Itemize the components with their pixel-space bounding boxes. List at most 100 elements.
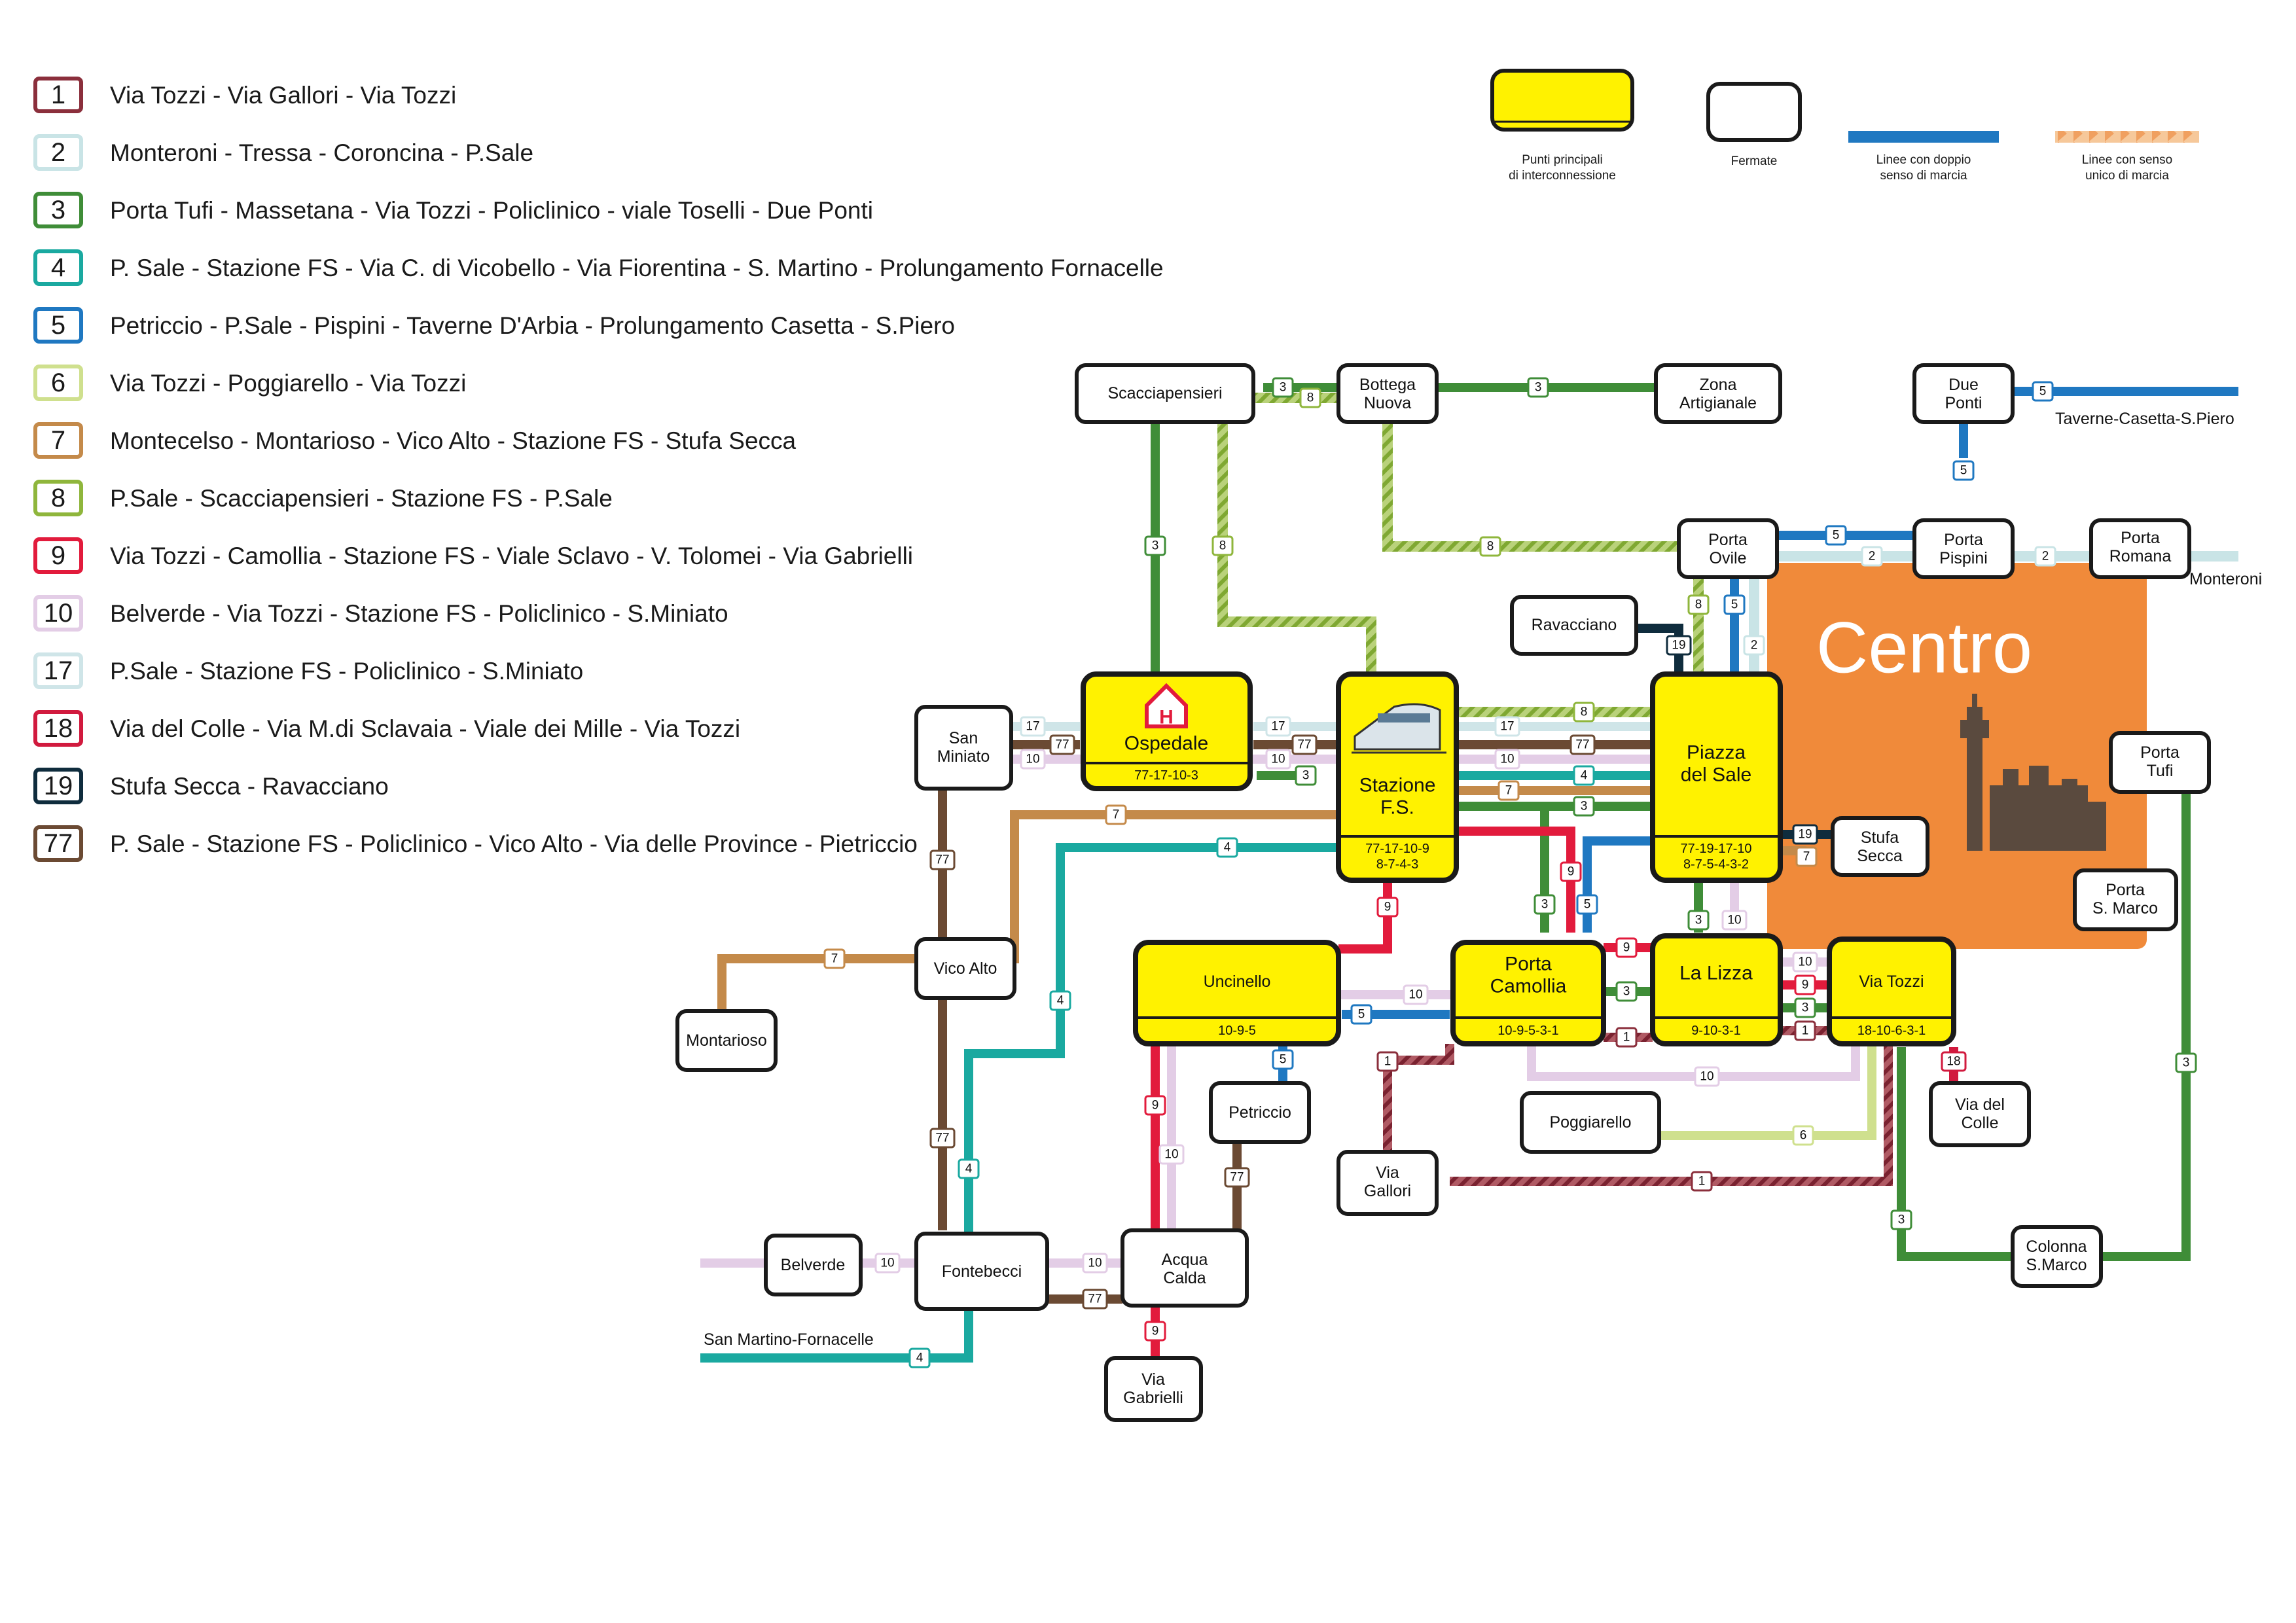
- hub-ospedale[interactable]: H Ospedale 77-17-10-3: [1081, 671, 1253, 791]
- svg-text:4: 4: [1224, 841, 1231, 855]
- svg-text:1: 1: [1802, 1024, 1809, 1038]
- hub-code: 10-9-5: [1218, 1024, 1256, 1038]
- hub-name: Via Tozzi: [1859, 972, 1924, 991]
- stop-stufa-secca[interactable]: Stufa Secca: [1831, 816, 1929, 877]
- badge-7: 7: [1105, 804, 1127, 825]
- stop-label: Porta: [2121, 529, 2160, 547]
- hub-code: 77-19-17-10: [1681, 842, 1752, 856]
- badge-10: 10: [1494, 749, 1520, 770]
- hub-code: 18-10-6-3-1: [1857, 1024, 1926, 1038]
- svg-text:5: 5: [1584, 898, 1591, 912]
- key-hub-swatch: [1490, 69, 1634, 132]
- svg-text:17: 17: [1500, 720, 1514, 734]
- stop-poggiarello[interactable]: Poggiarello: [1520, 1091, 1661, 1154]
- legend-row-6: 6 Via Tozzi - Poggiarello - Via Tozzi: [33, 365, 466, 401]
- badge-4: 4: [908, 1347, 931, 1368]
- badge-10: 10: [1265, 749, 1291, 770]
- hub-porta-camollia[interactable]: Porta Camollia 10-9-5-3-1: [1450, 940, 1606, 1046]
- svg-text:4: 4: [965, 1162, 973, 1176]
- hub-piazza-del-sale[interactable]: Piazza del Sale 77-19-17-10 8-7-5-4-3-2: [1650, 671, 1783, 883]
- stop-porta-romana[interactable]: Porta Romana: [2089, 518, 2191, 579]
- key-hub-label: Punti principali: [1522, 153, 1603, 167]
- stop-vico-alto[interactable]: Vico Alto: [914, 937, 1016, 1000]
- svg-text:5: 5: [1280, 1053, 1287, 1067]
- hospital-icon: H: [1145, 683, 1188, 728]
- stop-bottega-nuova[interactable]: Bottega Nuova: [1336, 363, 1439, 424]
- badge-9: 9: [1144, 1321, 1166, 1342]
- badge-5: 5: [1272, 1049, 1294, 1070]
- svg-text:9: 9: [1568, 865, 1575, 879]
- key-single-swatch: [2055, 131, 2199, 143]
- badge-4: 4: [1049, 990, 1071, 1011]
- legend-num: 9: [51, 541, 65, 570]
- stop-montarioso[interactable]: Montarioso: [675, 1009, 778, 1072]
- svg-text:7: 7: [831, 952, 838, 966]
- key-stop-label: Fermate: [1731, 154, 1778, 168]
- legend-row-9: 9 Via Tozzi - Camollia - Stazione FS - V…: [33, 537, 913, 574]
- legend-text: Via Tozzi - Via Gallori - Via Tozzi: [110, 82, 456, 109]
- svg-text:5: 5: [1731, 598, 1738, 612]
- stop-acqua-calda[interactable]: Acqua Calda: [1121, 1228, 1249, 1308]
- hub-via-tozzi[interactable]: Via Tozzi 18-10-6-3-1: [1827, 936, 1956, 1046]
- legend-text: P.Sale - Scacciapensieri - Stazione FS -…: [110, 485, 613, 512]
- stop-label: Via: [1141, 1370, 1165, 1389]
- hub-name: Piazza: [1687, 742, 1746, 764]
- stop-belverde[interactable]: Belverde: [764, 1234, 863, 1296]
- stop-san-miniato[interactable]: San Miniato: [914, 705, 1013, 791]
- legend-row-2: 2 Monteroni - Tressa - Coroncina - P.Sal…: [33, 134, 533, 171]
- stop-scacciapensieri[interactable]: Scacciapensieri: [1075, 363, 1255, 424]
- stop-label-2: Ponti: [1945, 394, 1982, 412]
- legend-text: P. Sale - Stazione FS - Policlinico - Vi…: [110, 830, 918, 857]
- hub-stazione-fs[interactable]: Stazione F.S. 77-17-10-9 8-7-4-3: [1336, 671, 1459, 883]
- stop-label: Vico Alto: [934, 959, 997, 978]
- svg-text:8: 8: [1581, 705, 1588, 719]
- legend-text: Monteroni - Tressa - Coroncina - P.Sale: [110, 139, 533, 166]
- hub-la-lizza[interactable]: La Lizza 9-10-3-1: [1650, 933, 1783, 1046]
- stop-label-2: Romana: [2109, 547, 2172, 565]
- badge-2: 2: [1861, 546, 1883, 567]
- svg-text:3: 3: [1541, 898, 1549, 912]
- key-double-label: Linee con doppio: [1876, 153, 1971, 167]
- badge-3: 3: [1573, 796, 1595, 817]
- stop-label-2: Miniato: [937, 747, 990, 766]
- badge-10: 10: [1694, 1066, 1720, 1087]
- symbol-key: Punti principali di interconnessione Fer…: [1490, 69, 2199, 183]
- badge-77: 77: [929, 849, 956, 870]
- stop-label-2: Nuova: [1364, 394, 1411, 412]
- stop-via-gallori[interactable]: Via Gallori: [1336, 1150, 1439, 1216]
- stop-porta-pispini[interactable]: Porta Pispini: [1912, 518, 2015, 579]
- svg-text:10: 10: [880, 1257, 894, 1270]
- stop-porta-s-marco[interactable]: Porta S. Marco: [2073, 868, 2178, 931]
- stop-due-ponti[interactable]: Due Ponti: [1912, 363, 2015, 424]
- stop-petriccio[interactable]: Petriccio: [1209, 1081, 1311, 1144]
- legend-text: Porta Tufi - Massetana - Via Tozzi - Pol…: [110, 197, 873, 224]
- badge-8: 8: [1573, 702, 1595, 722]
- key-single-label-2: unico di marcia: [2085, 169, 2169, 183]
- hub-uncinello[interactable]: Uncinello 10-9-5: [1133, 940, 1341, 1046]
- legend-text: Stufa Secca - Ravacciano: [110, 773, 389, 800]
- stop-porta-tufi[interactable]: Porta Tufi: [2109, 731, 2211, 794]
- svg-text:10: 10: [1500, 753, 1514, 766]
- stop-label-2: Calda: [1163, 1269, 1206, 1287]
- svg-text:77: 77: [935, 853, 949, 867]
- stop-zona-artigianale[interactable]: Zona Artigianale: [1654, 363, 1782, 424]
- stop-porta-ovile[interactable]: Porta Ovile: [1677, 518, 1779, 579]
- svg-text:7: 7: [1113, 808, 1120, 822]
- badge-5: 5: [1723, 594, 1746, 615]
- destination-label-taverne: Taverne-Casetta-S.Piero: [2055, 410, 2234, 428]
- badge-10: 10: [1020, 749, 1046, 770]
- stop-via-gabrielli[interactable]: Via Gabrielli: [1104, 1356, 1203, 1422]
- stop-ravacciano[interactable]: Ravacciano: [1510, 595, 1638, 656]
- legend-row-4: 4 P. Sale - Stazione FS - Via C. di Vico…: [33, 249, 1164, 286]
- svg-text:6: 6: [1800, 1129, 1807, 1143]
- stop-colonna-s-marco[interactable]: Colonna S.Marco: [2011, 1225, 2103, 1288]
- badge-5: 5: [1350, 1004, 1372, 1025]
- legend-text: Via Tozzi - Poggiarello - Via Tozzi: [110, 370, 466, 397]
- badge-77: 77: [1224, 1167, 1250, 1188]
- stop-fontebecci[interactable]: Fontebecci: [914, 1232, 1049, 1311]
- stop-via-del-colle[interactable]: Via del Colle: [1929, 1081, 2031, 1147]
- svg-text:8: 8: [1307, 391, 1314, 405]
- svg-text:77: 77: [1055, 738, 1069, 752]
- svg-text:1: 1: [1698, 1175, 1706, 1188]
